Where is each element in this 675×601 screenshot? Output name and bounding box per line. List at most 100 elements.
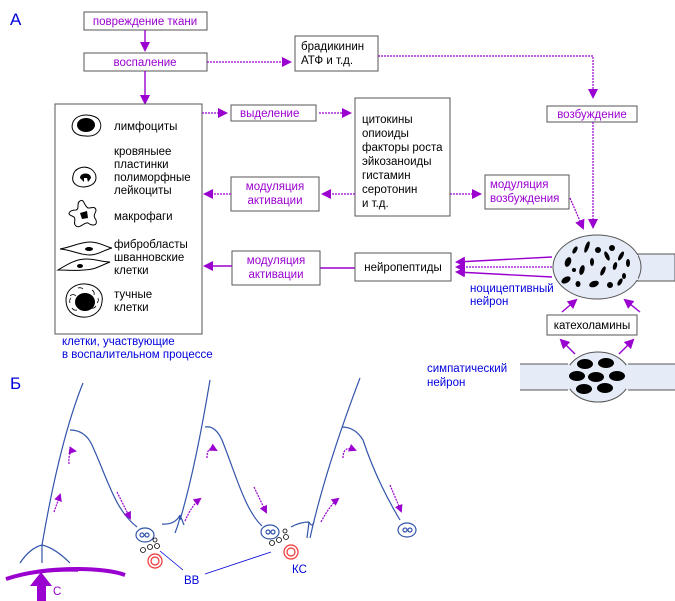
- cell-label-platelets-1: кровяныее: [114, 146, 171, 158]
- cell-label-platelets-4: лейкоциты: [114, 185, 172, 197]
- activation-modulation-box-2: модуляция активации: [231, 250, 321, 286]
- bradykinin-line-1: брадикинин: [301, 41, 364, 53]
- platelet-leukocyte-icon: [72, 166, 97, 188]
- activation-modulation-2-line-1: модуляция: [247, 255, 305, 267]
- macrophage-icon: [68, 199, 97, 228]
- activation-modulation-1-line-2: активации: [247, 195, 302, 207]
- mediator-2: опиоиды: [362, 128, 409, 140]
- arrow-sympathetic-to-catecholamines-right: [618, 338, 635, 355]
- nociceptive-neuron: [552, 234, 675, 300]
- granules-1: [140, 537, 160, 553]
- cells-caption-line-1: клетки, участвующие: [62, 336, 175, 348]
- arrow-turn-1: [68, 446, 77, 465]
- arrow-neuron-to-neuropeptides-3: [455, 267, 553, 278]
- arrow-turn-3: [342, 444, 357, 459]
- release-box: выделение: [230, 104, 317, 122]
- inflammation-box: воспаление: [83, 52, 208, 72]
- excitation-label: возбуждение: [557, 109, 627, 121]
- activation-modulation-box-1: модуляция активации: [230, 176, 320, 212]
- nerve-ending-2: [260, 524, 280, 540]
- axon-collateral-2: [204, 426, 263, 527]
- catecholamines-box: катехоламины: [546, 314, 638, 336]
- catecholamines-label: катехоламины: [554, 320, 631, 332]
- release-label: выделение: [240, 108, 299, 120]
- cell-label-mast-1: тучные: [114, 289, 152, 301]
- label-line-vv-2: [204, 551, 272, 575]
- nerve-ending-3: [397, 522, 417, 538]
- bradykinin-box: брадикинин АТФ и т.д.: [294, 35, 379, 72]
- arrow-antidromic-3: [389, 484, 403, 513]
- label-line-vv-1: [159, 550, 184, 571]
- cell-label-schwann-1: шванновские: [114, 252, 184, 264]
- axon-collateral-1: [69, 429, 138, 528]
- stimulus-label: С: [53, 586, 61, 598]
- mediator-6: серотонин: [362, 184, 417, 196]
- mediator-5: гистамин: [362, 170, 411, 182]
- excitation-box: возбуждение: [546, 105, 638, 123]
- sympathetic-neuron-label-2: нейрон: [427, 377, 465, 389]
- bradykinin-line-2: АТФ и т.д.: [301, 55, 353, 67]
- sympathetic-neuron-label-1: симпатический: [427, 363, 507, 375]
- arrow-orthodromic-3: [320, 497, 340, 523]
- excitation-modulation-box: модуляция возбуждения: [484, 174, 570, 210]
- excitation-modulation-line-1: модуляция: [490, 179, 548, 191]
- tissue-damage-label: повреждение ткани: [93, 16, 197, 28]
- cell-label-mast-2: клетки: [114, 302, 149, 314]
- cells-box: лимфоциты кровяныее пластинки полиморфны…: [54, 103, 203, 335]
- nociceptive-neuron-label-2: нейрон: [470, 296, 508, 308]
- inflammation-label: воспаление: [113, 57, 176, 69]
- neuron-vesicles: [561, 241, 630, 288]
- activation-modulation-1-line-1: модуляция: [246, 181, 304, 193]
- vv-label: ВВ: [184, 575, 200, 587]
- arrow-bradykinin-to-excitation: [378, 55, 598, 99]
- arrow-antidromic-1: [116, 491, 131, 520]
- neuropeptides-label: нейропептиды: [364, 262, 441, 274]
- cell-label-macrophages: макрофаги: [114, 211, 173, 223]
- sympathetic-neuron: [520, 351, 675, 403]
- arrow-neuron-to-neuropeptides-1: [455, 256, 553, 267]
- panel-b-label: Б: [10, 374, 21, 393]
- cell-label-lymphocytes: лимфоциты: [114, 121, 177, 133]
- arrow-turn-2: [206, 443, 218, 459]
- axon-main-1: [41, 382, 84, 563]
- arrow-excitation-modulation-to-neuron: [569, 197, 585, 230]
- arrow-catecholamines-to-neuron-left: [561, 298, 578, 313]
- sympathetic-vesicles: [569, 358, 625, 394]
- arrow-orthodromic-1: [53, 493, 62, 513]
- mediator-7: и т.д.: [362, 198, 389, 210]
- neuropeptides-box: нейропептиды: [354, 252, 452, 282]
- cell-label-schwann-2: клетки: [114, 265, 149, 277]
- tissue-damage-box: повреждение ткани: [83, 11, 208, 31]
- ks-label: КС: [292, 564, 307, 576]
- cell-label-fibroblasts: фибробласты: [114, 239, 188, 251]
- mediator-3: факторы роста: [362, 142, 443, 154]
- lymphocyte-icon: [71, 114, 102, 137]
- blood-vessel-1: [147, 553, 163, 569]
- axon-main-3: [309, 377, 361, 539]
- receptor-branches: [19, 544, 71, 564]
- axon-main-2: [179, 379, 211, 521]
- axon-collateral-3: [341, 426, 401, 521]
- mediator-1: цитокины: [362, 114, 413, 126]
- arrow-sympathetic-to-catecholamines-left: [559, 338, 576, 355]
- granules-2: [269, 528, 289, 546]
- panel-a-label: А: [10, 10, 22, 29]
- fibroblast-icon: [56, 241, 113, 271]
- cells-caption-line-2: в воспалительном процессе: [62, 349, 213, 361]
- mast-cell-icon: [65, 283, 103, 318]
- cell-label-platelets-2: пластинки: [114, 159, 169, 171]
- mediator-4: эйкозаноиды: [362, 156, 432, 168]
- arrow-orthodromic-2: [184, 497, 202, 522]
- stimulus-arrow-icon: [30, 572, 52, 601]
- skin-arc: [5, 566, 126, 581]
- arrow-catecholamines-to-neuron-right: [623, 298, 641, 313]
- cell-label-platelets-3: полиморфные: [114, 172, 191, 184]
- nerve-ending-1: [135, 527, 155, 543]
- excitation-modulation-line-2: возбуждения: [490, 193, 559, 205]
- activation-modulation-2-line-2: активации: [248, 269, 303, 281]
- blood-vessel-2: [283, 544, 299, 560]
- axon-reflex-diagram: С ВВ КС: [5, 377, 417, 601]
- arrow-antidromic-2: [253, 486, 268, 514]
- mediators-box: цитокины опиоиды факторы роста эйкозанои…: [354, 97, 451, 217]
